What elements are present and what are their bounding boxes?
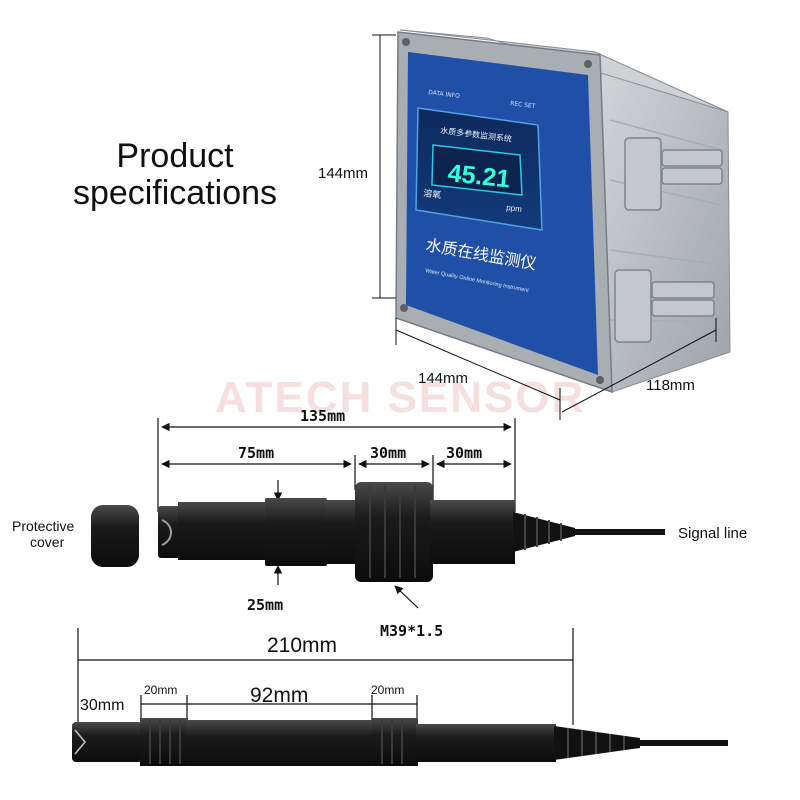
mounting-clip-lower (614, 269, 715, 343)
reading-box (431, 144, 523, 196)
title-line-1: Product (116, 137, 234, 175)
dim-sensor-tip: 30mm (80, 697, 124, 714)
screw-icon (596, 376, 604, 384)
thread-nut (355, 482, 433, 582)
watermark: ATECH SENSOR (215, 373, 585, 422)
protective-cover-label-1: Protective (12, 518, 74, 534)
probe-dimension-lines (157, 418, 516, 609)
dim-probe-tail: 30mm (446, 444, 482, 462)
instrument: 水质多参数监测系统 DATA INFO REC SET 45.21 溶氧 ppm… (395, 29, 731, 394)
mounting-clip-upper (624, 137, 723, 211)
page-title: Product specifications (30, 138, 320, 212)
protective-cover (91, 505, 139, 567)
dim-height: 144mm (318, 165, 368, 182)
strain-relief (513, 512, 575, 552)
screw-icon (584, 60, 592, 68)
reading-label: 溶氧 (423, 187, 442, 201)
reading-unit: ppm (506, 203, 523, 214)
signal-line-label: Signal line (678, 525, 747, 542)
dim-width: 144mm (418, 370, 468, 387)
title-line-2: specifications (72, 174, 278, 212)
reading-value: 45.21 (446, 159, 511, 193)
dim-probe-body: 75mm (238, 444, 274, 462)
probe-sensor (91, 482, 665, 582)
dim-sensor-seg-a: 20mm (144, 683, 177, 697)
instrument-dimensions (372, 34, 717, 420)
instrument-housing-side (594, 51, 731, 393)
dim-probe-diameter: 25mm (247, 596, 283, 614)
dim-depth: 118mm (646, 377, 695, 394)
top-left-caption: DATA INFO (428, 89, 461, 100)
screw-icon (400, 304, 408, 312)
dim-thread-spec: M39*1.5 (380, 622, 443, 640)
top-right-caption: REC SET (510, 100, 536, 110)
dim-sensor-total: 210mm (267, 634, 337, 657)
dim-probe-thread: 30mm (370, 444, 406, 462)
dim-sensor-body: 92mm (250, 684, 308, 707)
screw-icon (402, 38, 410, 46)
protective-cover-label-2: cover (30, 534, 65, 550)
instrument-housing-top (399, 29, 729, 113)
dim-probe-total: 135mm (300, 407, 345, 425)
dim-sensor-seg-b: 20mm (371, 683, 404, 697)
full-sensor (72, 718, 728, 766)
